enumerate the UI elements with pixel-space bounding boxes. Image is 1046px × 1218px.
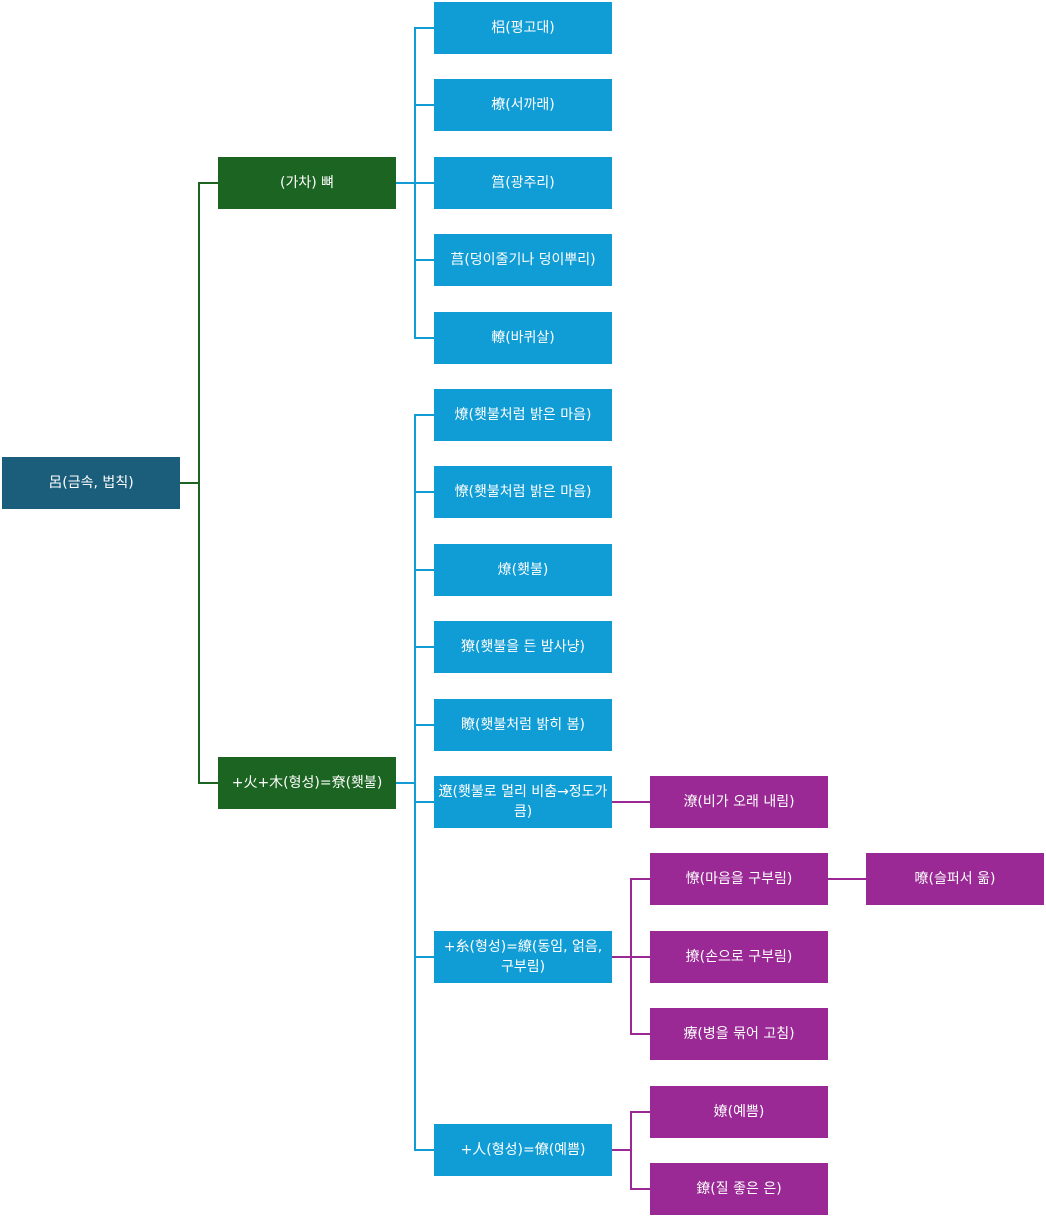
connector-phonetic xyxy=(396,414,434,1151)
node-cry-sadly: 嘹(슬퍼서 욺) xyxy=(866,853,1044,905)
node-see-clearly: 瞭(횃불처럼 밝히 봄) xyxy=(434,699,612,751)
node-night-hunt: 獠(횃불을 든 밤사냥) xyxy=(434,621,612,673)
connector-root xyxy=(180,182,218,784)
node-torch: 燎(횃불) xyxy=(434,544,612,596)
node-tuber: 莒(덩이줄기나 덩이뿌리) xyxy=(434,234,612,286)
node-silk-phonetic: +糸(형성)=繚(동임, 얽음, 구부림) xyxy=(434,931,612,983)
node-basket: 筥(광주리) xyxy=(434,157,612,209)
node-heal: 療(병을 묶어 고침) xyxy=(650,1008,828,1060)
node-spoke: 轑(바퀴살) xyxy=(434,312,612,364)
node-long-rain: 潦(비가 오래 내림) xyxy=(650,776,828,828)
connector-person xyxy=(612,1111,650,1190)
node-bright-mind-1: 燎(횃불처럼 밝은 마음) xyxy=(434,389,612,441)
branch-phonetic-node: +火+木(형성)=尞(횃불) xyxy=(218,757,396,809)
node-bright-mind-2: 憭(횃불처럼 밝은 마음) xyxy=(434,466,612,518)
node-rafter: 橑(서까래) xyxy=(434,79,612,131)
branch-loan-node: (가차) 뼈 xyxy=(218,157,396,209)
connector-loan xyxy=(396,27,434,339)
node-far: 遼(횃불로 멀리 비춤→정도가 큼) xyxy=(434,776,612,828)
node-bend-hand: 撩(손으로 구부림) xyxy=(650,931,828,983)
node-fine-silver: 鐐(질 좋은 은) xyxy=(650,1163,828,1215)
root-node: 呂(금속, 법칙) xyxy=(2,457,180,509)
node-eaves-board: 梠(평고대) xyxy=(434,2,612,54)
node-pretty: 嫽(예쁨) xyxy=(650,1086,828,1138)
node-person-phonetic: +人(형성)=僚(예쁨) xyxy=(434,1124,612,1176)
node-bend-mind: 憭(마음을 구부림) xyxy=(650,853,828,905)
connector-silk xyxy=(612,878,650,1035)
